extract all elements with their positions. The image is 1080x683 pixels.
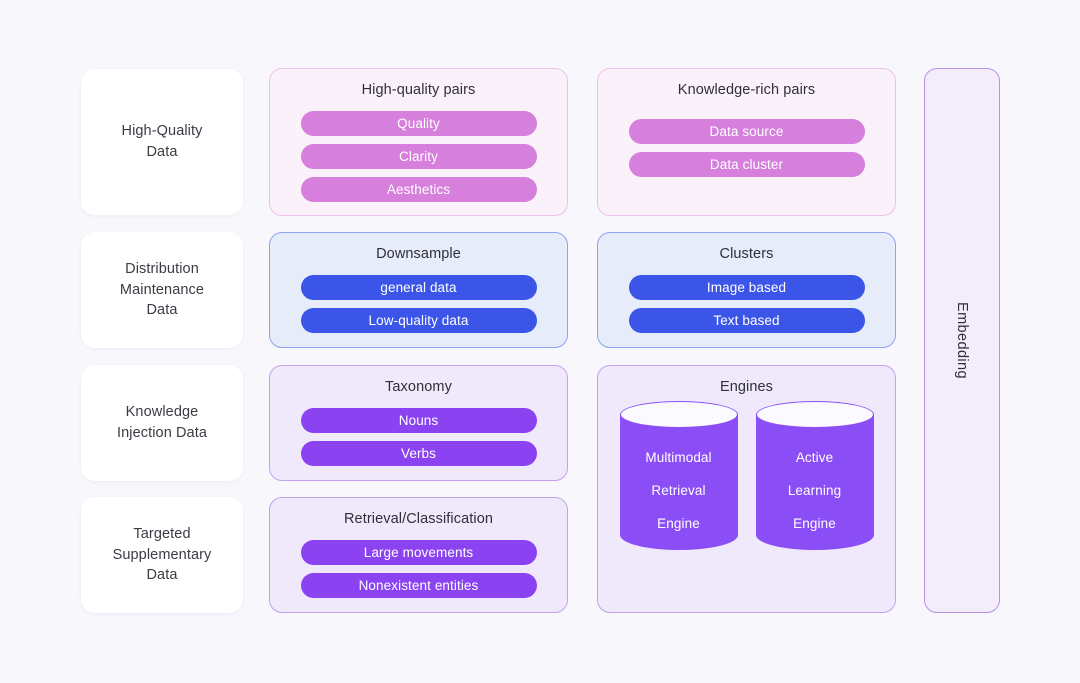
cylinder-label: Multimodal Retrieval Engine [620,441,738,540]
category-card-knowledge-injection-data[interactable]: Knowledge Injection Data [81,365,243,481]
cylinder-active-learning-engine[interactable]: Active Learning Engine [755,401,874,563]
category-card-distribution-maintenance-data[interactable]: Distribution Maintenance Data [81,232,243,348]
cylinder-label-line: Engine [657,516,700,532]
category-label: Knowledge Injection Data [116,404,208,441]
cylinder-label-line: Learning [787,483,842,499]
category-label: Distribution Maintenance Data [119,261,205,319]
group-title: Knowledge-rich pairs [677,82,816,98]
cylinder-multimodal-retrieval-engine[interactable]: Multimodal Retrieval Engine [619,401,738,563]
pill-general-data[interactable]: general data [300,275,537,300]
category-card-high-quality-data[interactable]: High-Quality Data [81,69,243,215]
pill-text-based[interactable]: Text based [628,308,865,333]
cylinder-label-line: Retrieval [651,483,706,499]
group-box-high-quality-pairs[interactable]: High-quality pairs Quality Clarity Aesth… [269,68,568,216]
category-card-targeted-supplementary-data[interactable]: Targeted Supplementary Data [81,497,243,613]
pill-aesthetics[interactable]: Aesthetics [300,177,537,202]
cylinder-top-ellipse [619,401,738,428]
pill-low-quality-data[interactable]: Low-quality data [300,308,537,333]
pill-data-source[interactable]: Data source [628,119,865,144]
pill-nonexistent-entities[interactable]: Nonexistent entities [300,573,537,598]
group-box-knowledge-rich-pairs[interactable]: Knowledge-rich pairs Data source Data cl… [597,68,896,216]
category-label: High-Quality Data [121,123,203,160]
group-box-taxonomy[interactable]: Taxonomy Nouns Verbs [269,365,568,481]
group-title: Retrieval/Classification [343,511,494,527]
pill-verbs[interactable]: Verbs [300,441,537,466]
cylinder-label-line: Active [795,450,834,465]
category-label: Targeted Supplementary Data [112,526,212,584]
pill-stack: Large movements Nonexistent entities [270,540,567,598]
cylinder-top-ellipse [755,401,874,428]
group-title: Downsample [376,246,461,262]
cylinder-body [755,414,874,550]
group-box-engines[interactable]: Engines Multimodal Retrieval Engine Acti… [597,365,896,613]
group-title: High-quality pairs [361,82,476,98]
pill-quality[interactable]: Quality [300,111,537,136]
cylinder-label: Active Learning Engine [756,441,874,540]
pill-large-movements[interactable]: Large movements [300,540,537,565]
engines-cylinder-area: Multimodal Retrieval Engine Active Learn… [598,395,895,612]
group-title: Clusters [719,246,774,262]
pill-data-cluster[interactable]: Data cluster [628,152,865,177]
embedding-panel[interactable]: Embedding [924,68,1000,613]
cylinder-label-line: Multimodal [645,450,712,465]
embedding-label: Embedding [954,302,970,379]
pill-stack: Nouns Verbs [270,408,567,466]
pill-image-based[interactable]: Image based [628,275,865,300]
pill-clarity[interactable]: Clarity [300,144,537,169]
group-box-retrieval-classification[interactable]: Retrieval/Classification Large movements… [269,497,568,613]
pill-stack: general data Low-quality data [270,275,567,333]
group-title: Engines [719,379,774,395]
pill-nouns[interactable]: Nouns [300,408,537,433]
group-title: Taxonomy [385,379,452,395]
pill-stack: Quality Clarity Aesthetics [270,111,567,202]
group-box-downsample[interactable]: Downsample general data Low-quality data [269,232,568,348]
pill-stack: Data source Data cluster [598,119,895,177]
cylinder-label-line: Engine [793,516,836,532]
group-box-clusters[interactable]: Clusters Image based Text based [597,232,896,348]
cylinder-body [619,414,738,550]
pill-stack: Image based Text based [598,275,895,333]
